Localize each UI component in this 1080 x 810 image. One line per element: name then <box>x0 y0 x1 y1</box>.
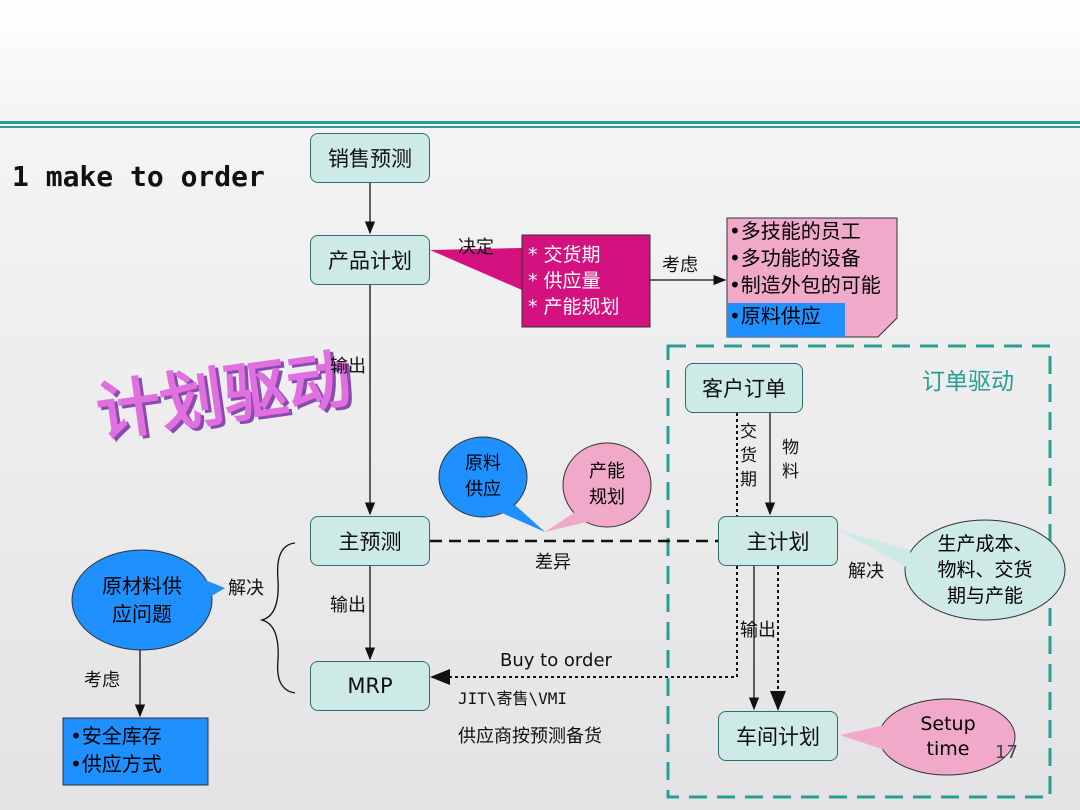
consider-label: 考虑 <box>662 255 698 276</box>
bubble-text: 供应 <box>465 479 501 500</box>
note-item: •多功能的设备 <box>729 246 861 270</box>
jit-label: JIT\寄售\VMI <box>458 689 568 708</box>
buy-to-order-label: Buy to order <box>500 650 612 671</box>
workshop-plan-box: 车间计划 <box>718 711 838 761</box>
bubble-text: 生产成本、 <box>937 533 1033 555</box>
order-driven-label: 订单驱动 <box>922 369 1014 395</box>
box-item: •安全库存 <box>70 724 162 748</box>
decision-item: * 交货期 <box>528 244 601 266</box>
bubble-text: Setup <box>920 713 976 735</box>
mrp-box: MRP <box>310 661 430 711</box>
note-item: •多技能的员工 <box>729 219 861 243</box>
decide-label: 决定 <box>458 237 494 258</box>
material-label: 物料 <box>782 438 799 482</box>
raw-problem-bubble: 原材料供应问题 <box>72 570 212 630</box>
safety-stock-box: •安全库存 •供应方式 <box>70 722 162 778</box>
considerations-note: •多技能的员工 •多功能的设备 •制造外包的可能 •原料供应 <box>729 218 881 330</box>
box-item: •供应方式 <box>70 752 162 776</box>
bubble-text: 物料、交货 <box>937 559 1033 581</box>
master-plan-box: 主计划 <box>718 516 838 566</box>
cost-bubble: 生产成本、物料、交货期与产能 <box>905 530 1065 610</box>
note-item: •制造外包的可能 <box>729 273 881 297</box>
bubble-text: 期与产能 <box>946 585 1023 607</box>
page-number: 17 <box>995 742 1018 763</box>
decision-item: * 供应量 <box>528 270 601 292</box>
raw-supply-bubble: 原料供应 <box>439 447 527 507</box>
slide-title: 1 make to order <box>12 160 265 193</box>
supplier-stock-label: 供应商按预测备货 <box>458 726 602 747</box>
bubble-text: 应问题 <box>112 602 172 626</box>
bubble-text: time <box>926 738 970 760</box>
decision-item: * 产能规划 <box>528 296 620 318</box>
output-label: 输出 <box>330 595 366 616</box>
customer-order-box: 客户订单 <box>685 363 803 413</box>
output-label: 输出 <box>740 620 776 641</box>
resolve-label: 解决 <box>228 578 264 599</box>
sales-forecast-box: 销售预测 <box>310 133 430 183</box>
setup-time-bubble: Setup time <box>880 710 1016 764</box>
decision-box: * 交货期 * 供应量 * 产能规划 <box>528 242 620 320</box>
bubble-text: 原料 <box>465 453 501 474</box>
consider-label: 考虑 <box>84 670 120 691</box>
difference-label: 差异 <box>535 552 571 573</box>
product-plan-box: 产品计划 <box>310 235 430 285</box>
bubble-text: 原材料供 <box>102 574 182 598</box>
bubble-text: 规划 <box>589 487 625 508</box>
resolve-label: 解决 <box>848 561 884 582</box>
note-item: •原料供应 <box>729 304 821 328</box>
master-forecast-box: 主预测 <box>310 516 430 566</box>
delivery-label: 交货期 <box>740 422 757 490</box>
output-label: 输出 <box>330 356 366 377</box>
capacity-bubble: 产能规划 <box>563 455 651 515</box>
bubble-text: 产能 <box>589 461 625 482</box>
